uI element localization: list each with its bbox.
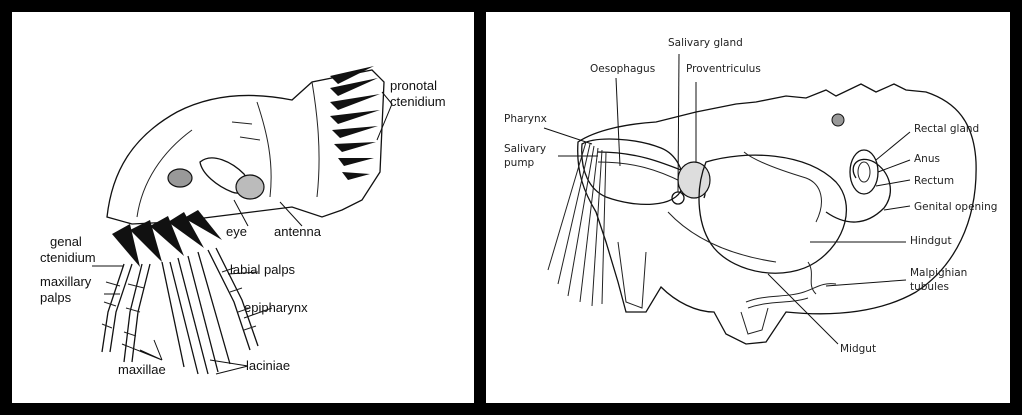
internal-fold <box>744 152 821 222</box>
label-antenna: antenna <box>274 224 322 239</box>
label-maxillae: maxillae <box>118 362 166 377</box>
label-salivary-pump-2: pump <box>504 157 535 169</box>
antenna-shape <box>236 175 264 199</box>
label-rectum: Rectum <box>914 175 954 187</box>
label-salivary-gland: Salivary gland <box>668 37 743 49</box>
label-epipharynx: epipharynx <box>244 300 308 315</box>
label-genital-opening: Genital opening <box>914 201 997 213</box>
label-oesophagus: Oesophagus <box>590 63 655 75</box>
proventriculus-shape <box>678 162 710 198</box>
flea-head-drawing: pronotal ctenidium eye antenna genal cte… <box>12 12 474 403</box>
head-region <box>582 139 683 204</box>
genal-ctenidium-spines <box>112 210 222 267</box>
label-malpighian-tubules-2: tubules <box>910 281 949 293</box>
midgut-sac <box>699 155 846 273</box>
rectal-papilla <box>858 162 870 182</box>
flea-internal-drawing: Salivary gland Oesophagus Proventriculus… <box>486 12 1010 403</box>
malpighian-tubules-shape <box>746 284 836 302</box>
flea-head-diagram-panel: pronotal ctenidium eye antenna genal cte… <box>12 12 474 403</box>
label-midgut: Midgut <box>840 343 876 355</box>
label-rectal-gland: Rectal gland <box>914 123 979 135</box>
flea-internal-anatomy-panel: Salivary gland Oesophagus Proventriculus… <box>486 12 1010 403</box>
pronotum-edge <box>312 82 319 197</box>
pronotal-ctenidium-spines <box>330 66 380 180</box>
label-pharynx: Pharynx <box>504 113 547 125</box>
label-maxillary-palps-1: maxillary <box>40 274 92 289</box>
label-hindgut: Hindgut <box>910 235 952 247</box>
maxillary-palps-shape <box>102 264 150 362</box>
label-pronotal-ctenidium-1: pronotal <box>390 78 437 93</box>
label-proventriculus: Proventriculus <box>686 63 761 75</box>
label-laciniae: laciniae <box>246 358 290 373</box>
label-pronotal-ctenidium-2: ctenidium <box>390 94 446 109</box>
label-genal-ctenidium-2: ctenidium <box>40 250 96 265</box>
sensilium <box>832 114 844 126</box>
label-eye: eye <box>226 224 247 239</box>
eye-shape <box>168 169 192 187</box>
label-genal-ctenidium-1: genal <box>50 234 82 249</box>
label-malpighian-tubules-1: Malpighian <box>910 267 967 279</box>
label-maxillary-palps-2: palps <box>40 290 72 305</box>
front-bristles <box>548 142 606 306</box>
label-salivary-pump-1: Salivary <box>504 143 546 155</box>
rectal-gland-shape <box>850 150 878 194</box>
head-ridge <box>232 122 260 140</box>
mouthparts-stylets <box>162 252 230 374</box>
label-labial-palps: labial palps <box>230 262 296 277</box>
label-anus: Anus <box>914 153 940 165</box>
